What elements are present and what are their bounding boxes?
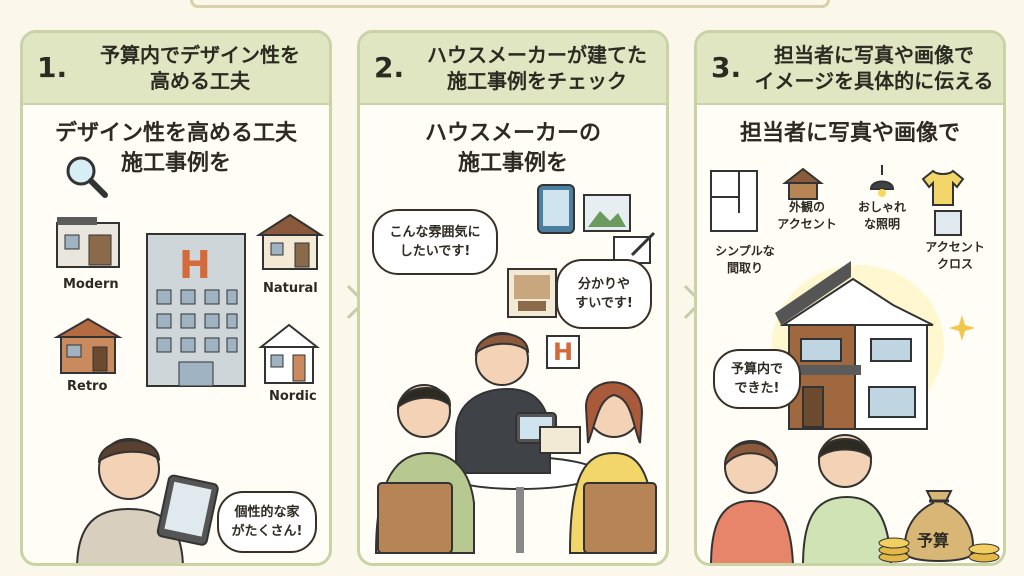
coin-stack-icon <box>878 537 910 563</box>
panel-3: 3. 担当者に写真や画像で イメージを具体的に伝える 担当者に写真や画像で 外観… <box>694 30 1006 566</box>
panel-2-bubble-right: 分かりや すいです! <box>556 259 652 329</box>
panel-1-subtitle-line-1: デザイン性を高める工夫 <box>54 121 297 146</box>
panel-2-title-line-1: ハウスメーカーが建てた <box>427 43 647 67</box>
label-simple-layout: シンプルな 間取り <box>705 243 785 277</box>
lamp-icon <box>869 165 895 197</box>
money-bag-label: 予算 <box>917 531 950 550</box>
panel-1-title: 予算内でデザイン性を 高める工夫 <box>79 42 321 94</box>
panel-2-bubble-left-line-1: こんな雰囲気に <box>389 225 481 240</box>
panel-1-subtitle-line-2: 施工事例を <box>120 151 231 176</box>
house-natural-icon <box>255 213 325 270</box>
man-with-tablet <box>76 438 219 563</box>
panel-2-subtitle: ハウスメーカーの 施工事例を <box>360 119 666 179</box>
panel-3-title: 担当者に写真や画像で イメージを具体的に伝える <box>753 42 995 94</box>
house-nordic-icon <box>258 323 320 384</box>
main-house <box>772 261 944 430</box>
panel-2-title-line-2: 施工事例をチェック <box>447 69 627 93</box>
panel-3-bubble-line-2: できた! <box>734 381 780 396</box>
panel-3-title-line-1: 担当者に写真や画像で <box>774 43 974 67</box>
wall-panel-icon <box>934 210 962 236</box>
interior-photo <box>507 268 557 318</box>
label-accent-cloth-line-2: クロス <box>936 257 973 271</box>
couple-illustration <box>710 434 892 563</box>
panel-3-header: 3. 担当者に写真や画像で イメージを具体的に伝える <box>697 33 1003 105</box>
panel-2-number: 2. <box>374 51 405 84</box>
panel-3-subtitle-line-1: 担当者に写真や画像で <box>739 121 960 146</box>
floorplan-icon <box>710 170 758 232</box>
panel-2-subtitle-line-2: 施工事例を <box>457 151 568 176</box>
panel-1-bubble: 個性的な家 がたくさん! <box>217 491 317 553</box>
top-frame-line <box>190 0 830 8</box>
label-exterior-accent-line-2: アクセント <box>777 217 837 231</box>
house-style-nordic: Nordic <box>269 389 317 404</box>
label-accent-cloth-line-1: アクセント <box>925 240 985 254</box>
panel-3-bubble-line-1: 予算内で <box>730 362 783 377</box>
panel-2-bubble-left: こんな雰囲気に したいです! <box>372 209 498 275</box>
label-lighting: おしゃれ な照明 <box>847 199 917 233</box>
money-bag-icon <box>904 490 974 562</box>
panel-2-bubble-left-line-2: したいです! <box>399 244 471 259</box>
label-lighting-line-1: おしゃれ <box>857 200 906 214</box>
label-simple-layout-line-1: シンプルな <box>715 244 775 258</box>
label-lighting-line-2: な照明 <box>863 217 900 231</box>
hotel-building <box>146 233 246 387</box>
shirt-icon <box>921 169 965 206</box>
tablet-icon <box>537 184 575 234</box>
meeting-scene <box>374 332 658 554</box>
label-simple-layout-line-2: 間取り <box>726 261 763 275</box>
house-style-retro: Retro <box>67 379 108 394</box>
panel-2: 2. ハウスメーカーが建てた 施工事例をチェック ハウスメーカーの 施工事例を … <box>357 30 669 566</box>
hotel-sign: H <box>179 243 211 287</box>
panel-1-bubble-line-1: 個性的な家 <box>234 505 300 520</box>
panel-1-subtitle: デザイン性を高める工夫 施工事例を <box>23 119 329 179</box>
pen-icon <box>613 231 656 264</box>
panel-2-subtitle-line-1: ハウスメーカーの <box>424 121 601 146</box>
label-accent-cloth: アクセント クロス <box>915 239 995 273</box>
panel-1-bubble-line-2: がたくさん! <box>231 524 303 539</box>
sparkle-icon <box>949 315 975 341</box>
panel-1-title-line-2: 高める工夫 <box>150 69 250 93</box>
panel-3-subtitle: 担当者に写真や画像で <box>697 119 1003 149</box>
panel-2-bubble-right-line-2: すいです! <box>575 296 633 311</box>
coin-stack-icon <box>968 543 1000 563</box>
panel-1-header: 1. 予算内でデザイン性を 高める工夫 <box>23 33 329 105</box>
panel-2-sign: H <box>546 335 580 369</box>
label-exterior-accent-line-1: 外観の <box>788 200 825 214</box>
house-modern-icon <box>56 217 120 268</box>
house-retro-icon <box>53 317 123 374</box>
house-style-natural: Natural <box>263 281 318 296</box>
label-exterior-accent: 外観の アクセント <box>767 199 847 233</box>
magnifier-icon <box>66 156 108 198</box>
panel-3-title-line-2: イメージを具体的に伝える <box>754 69 994 93</box>
panel-2-title: ハウスメーカーが建てた 施工事例をチェック <box>416 42 658 94</box>
panel-1-number: 1. <box>37 51 68 84</box>
panel-2-bubble-right-line-1: 分かりや <box>577 277 630 292</box>
panel-1-title-line-1: 予算内でデザイン性を <box>100 43 300 67</box>
photo-icon <box>583 194 631 232</box>
house-style-modern: Modern <box>63 277 119 292</box>
panel-3-bubble: 予算内で できた! <box>713 349 801 409</box>
panel-3-number: 3. <box>711 51 742 84</box>
panel-2-header: 2. ハウスメーカーが建てた 施工事例をチェック <box>360 33 666 105</box>
house-icon <box>782 167 824 200</box>
panel-1: 1. 予算内でデザイン性を 高める工夫 デザイン性を高める工夫 施工事例を H … <box>20 30 332 566</box>
